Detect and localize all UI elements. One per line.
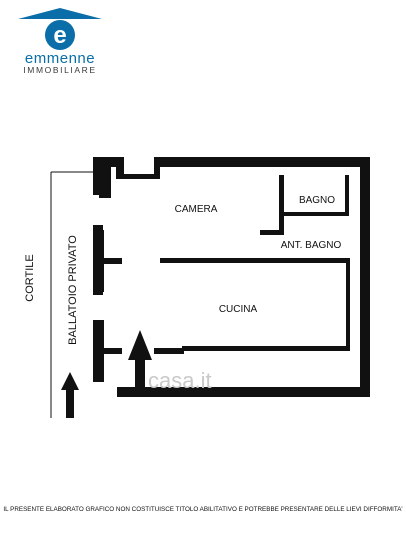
room-label-camera: CAMERA	[175, 204, 218, 215]
courtyard-label: CORTILE	[24, 254, 36, 301]
walls	[93, 157, 370, 397]
logo: e emmenne IMMOBILIARE	[0, 0, 406, 90]
svg-text:e: e	[53, 22, 66, 49]
entry-arrow-icon	[61, 372, 79, 418]
balcony-label: BALLATOIO PRIVATO	[67, 235, 79, 345]
room-label-antibagno: ANT. BAGNO	[281, 240, 342, 251]
entry-arrow-icon	[128, 330, 152, 392]
brand-name: emmenne	[24, 50, 96, 67]
balcony-outline	[50, 171, 93, 418]
house-logo-icon: e	[18, 8, 102, 50]
disclaimer: IL PRESENTE ELABORATO GRAFICO NON COSTIT…	[3, 506, 403, 513]
room-label-cucina: CUCINA	[219, 304, 258, 315]
watermark: casa.it	[148, 368, 212, 393]
brand-subtitle: IMMOBILIARE	[23, 65, 97, 75]
wall-fragments	[93, 157, 350, 382]
room-label-bagno: BAGNO	[299, 195, 335, 206]
